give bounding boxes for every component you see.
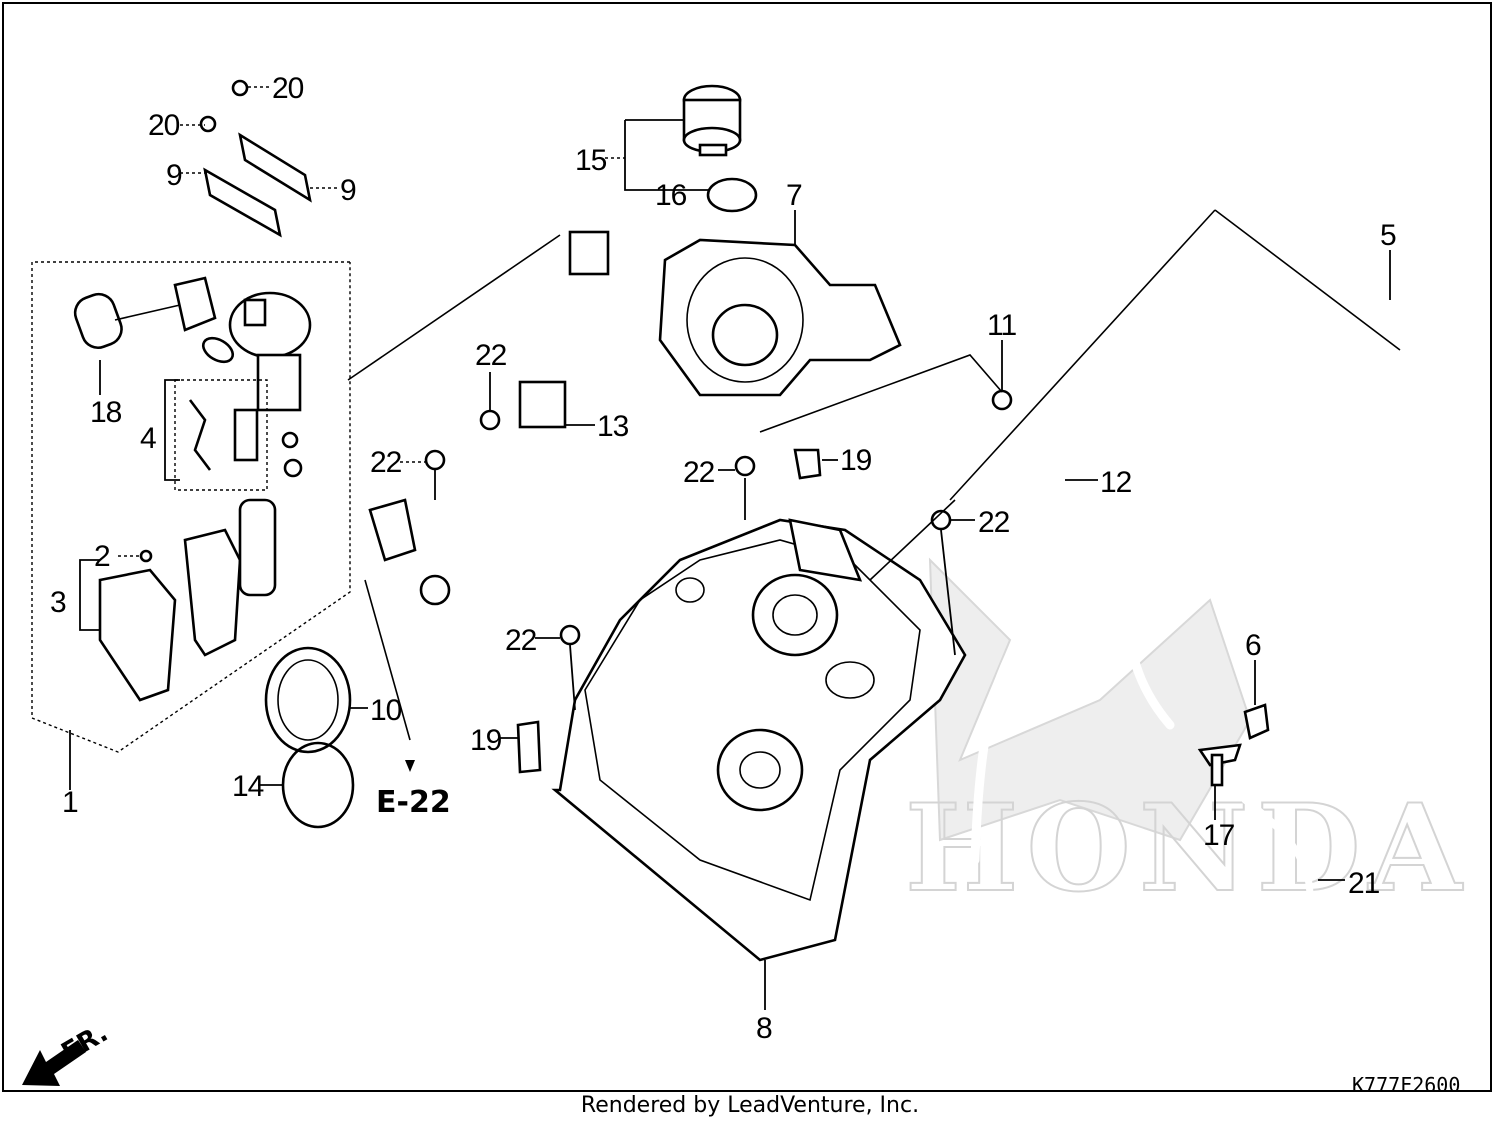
- callout-22-e: 22: [505, 624, 537, 657]
- callout-13: 13: [597, 410, 629, 443]
- honda-watermark: HONDA: [904, 557, 1470, 920]
- callout-20-lower: 20: [148, 109, 180, 142]
- callout-22-a: 22: [475, 339, 507, 372]
- part-22-bolt-e: [559, 624, 581, 646]
- part-14-packing: [281, 741, 355, 829]
- callout-11: 11: [987, 309, 1016, 342]
- leader-lines: [69, 86, 1401, 1010]
- part-8-fuel-tank: [551, 518, 967, 962]
- part-4-oring-small: [281, 431, 299, 449]
- fuel-tank-exploded-diagram: HONDA: [22, 72, 1470, 1090]
- assembly-1-bracket: [31, 261, 351, 753]
- part-22-bolt-a: [479, 409, 501, 431]
- hose-connector-bottom: [368, 498, 417, 562]
- part-20-nut-lower: [199, 115, 217, 133]
- hose-clamp-bracket: [518, 380, 567, 429]
- fuel-pump-body: [183, 498, 277, 657]
- callout-16: 16: [655, 179, 687, 212]
- render-credit: Rendered by LeadVenture, Inc.: [580, 1093, 920, 1118]
- part-19-clip-upper: [793, 448, 822, 480]
- part-18-fuel-level-sender: [73, 276, 235, 364]
- part-17-joint-stem: [1210, 753, 1224, 787]
- part-2-clip: [139, 549, 153, 563]
- honda-wing-logo: [928, 557, 1252, 842]
- callout-14: 14: [232, 770, 264, 803]
- callout-8: 8: [756, 1012, 772, 1045]
- callout-19-upper: 19: [840, 444, 872, 477]
- part-4-group: [174, 379, 268, 491]
- callout-9-left: 9: [166, 159, 182, 192]
- part-6-clip: [1243, 703, 1270, 740]
- part-16-cap-seal: [706, 177, 758, 213]
- callout-labels: 1 2 3 4 5 6 7 8 9 9 10 11 12 13 14 15 16…: [50, 72, 1397, 1045]
- part-4-oring: [283, 458, 303, 478]
- callout-19-lower: 19: [470, 724, 502, 757]
- hose-connector-top: [568, 230, 610, 276]
- callout-12: 12: [1100, 466, 1132, 499]
- part-4-filter: [233, 408, 259, 462]
- callout-22-b: 22: [370, 446, 402, 479]
- callout-21: 21: [1348, 867, 1380, 900]
- drawing-code: K777F2600: [1352, 1073, 1460, 1090]
- part-4-wire: [188, 399, 212, 471]
- callout-22-c: 22: [683, 456, 715, 489]
- callout-22-d: 22: [978, 506, 1010, 539]
- part-22-bolt-b: [424, 449, 446, 471]
- front-direction-arrow: FR.: [22, 1018, 113, 1086]
- part-11-collar: [991, 389, 1013, 411]
- part-19-clip-lower: [516, 720, 542, 774]
- callout-7: 7: [786, 179, 802, 212]
- callout-1: 1: [62, 786, 78, 819]
- callout-5: 5: [1380, 219, 1396, 252]
- callout-17: 17: [1203, 819, 1235, 852]
- callout-9-right: 9: [340, 174, 356, 207]
- part-22-bolt-c: [734, 455, 756, 477]
- part-20-nut-upper: [231, 79, 249, 97]
- callout-4: 4: [140, 422, 156, 455]
- callout-20-upper: 20: [272, 72, 304, 105]
- reference-e22: E-22: [376, 785, 451, 820]
- callout-18: 18: [90, 396, 122, 429]
- front-arrow-icon: [22, 1040, 86, 1086]
- part-9-plates: [203, 132, 312, 238]
- part-7-filler-cover: [658, 238, 902, 397]
- callout-10: 10: [370, 694, 402, 727]
- callout-2: 2: [94, 540, 110, 573]
- part-15-fuel-cap: [682, 84, 742, 157]
- fuel-pump-top: [228, 291, 312, 412]
- callout-6: 6: [1245, 629, 1261, 662]
- callout-15: 15: [575, 144, 607, 177]
- part-10-setting-plate: [264, 646, 352, 754]
- diagram-border: [2, 2, 1492, 1092]
- honda-watermark-text: HONDA: [905, 778, 1470, 919]
- callout-3: 3: [50, 586, 66, 619]
- hose-bracket-lower: [419, 574, 451, 606]
- part-3-strainer: [98, 568, 177, 702]
- part-10-inner: [277, 659, 339, 741]
